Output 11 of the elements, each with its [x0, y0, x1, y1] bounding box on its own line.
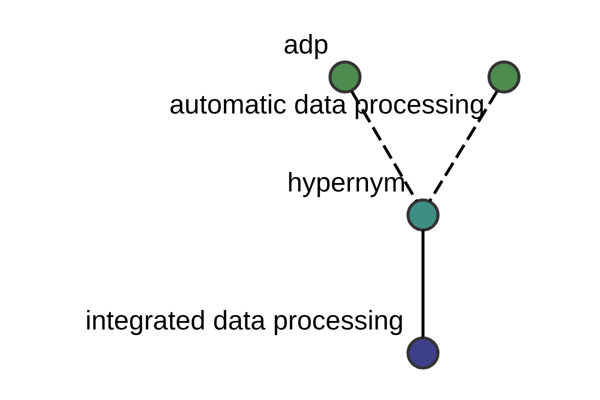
node-circle	[406, 198, 440, 232]
node-label: adp	[283, 30, 329, 60]
node-label: automatic data processing	[169, 90, 485, 120]
node-circle	[406, 336, 440, 370]
connector	[350, 90, 418, 202]
connector	[428, 90, 498, 202]
node-label: hypernym	[287, 168, 406, 198]
node-circle	[488, 60, 520, 94]
node-circle	[328, 60, 362, 94]
node-label: integrated data processing	[85, 306, 404, 336]
connector	[422, 230, 424, 338]
